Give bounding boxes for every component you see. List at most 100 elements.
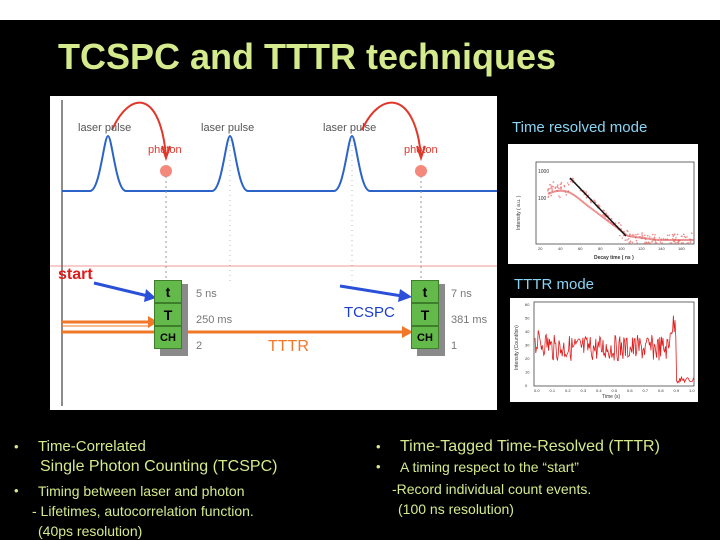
- bullet-right-2-sub1: -Record individual count events.: [392, 481, 592, 497]
- bullet-dot-2: •: [14, 483, 19, 498]
- decay-xtick: 100: [618, 246, 625, 251]
- decay-xtick: 160: [678, 246, 685, 251]
- decay-noise-point: [549, 184, 552, 186]
- decay-noise-point: [670, 242, 673, 244]
- decay-xtick: 80: [598, 246, 603, 251]
- decay-noise-point: [554, 186, 557, 189]
- decay-noise-point: [585, 197, 588, 199]
- trace-ytick: 30: [525, 343, 530, 348]
- laser-pulse-train: [62, 134, 497, 192]
- decay-noise-point: [604, 215, 606, 218]
- trace-ytick: 0: [525, 383, 528, 388]
- trace-xlabel: Time (s): [602, 394, 620, 400]
- decay-noise-point: [683, 233, 685, 236]
- register-1-T: T: [154, 303, 182, 326]
- decay-noise-point: [559, 183, 562, 186]
- decay-noise-point: [598, 204, 600, 207]
- decay-noise-point: [681, 235, 683, 237]
- decay-fit-line: [569, 177, 627, 237]
- decay-noise-point: [654, 242, 657, 244]
- decay-noise-point: [590, 201, 592, 204]
- bullet-left-2-sub2: (40ps resolution): [38, 523, 143, 539]
- trace-ytick: 10: [525, 370, 530, 375]
- register-2-T-value: 381 ms: [451, 314, 488, 326]
- decay-noise-point: [628, 233, 631, 236]
- decay-noise-point: [552, 181, 555, 183]
- decay-noise-point: [624, 239, 627, 241]
- decay-noise-point: [654, 234, 656, 236]
- decay-noise-point: [560, 187, 562, 190]
- tcspc-arrow-1: [93, 281, 149, 298]
- decay-noise-point: [550, 194, 552, 197]
- timing-diagram-svg: [50, 100, 497, 406]
- decay-ylabel: Intensity ( a.u. ): [516, 195, 522, 230]
- bullet-left-1-line1: Time-Correlated: [38, 438, 146, 455]
- trace-xtick: 0.7: [643, 388, 649, 393]
- decay-noise-point: [636, 242, 638, 244]
- trace-ytick: 20: [525, 356, 530, 361]
- decay-noise-point: [558, 195, 560, 197]
- decay-noise-point: [641, 235, 644, 238]
- decay-noise-point: [647, 242, 649, 244]
- bullet-right-2: A timing respect to the “start”: [400, 459, 579, 475]
- decay-noise-point: [570, 180, 572, 183]
- bullet-right-1: Time-Tagged Time-Resolved (TTTR): [400, 438, 660, 455]
- decay-noise-point: [669, 242, 671, 244]
- decay-noise-point: [683, 235, 686, 238]
- time-resolved-mode-title: Time resolved mode: [512, 119, 648, 136]
- decay-noise-point: [626, 239, 628, 241]
- timing-diagram-panel: laser pulse laser pulse laser pulse phot…: [50, 96, 497, 410]
- trace-xtick: 0.4: [596, 388, 602, 393]
- decay-noise-point: [647, 235, 649, 237]
- decay-noise-point: [684, 236, 687, 239]
- decay-noise-point: [560, 181, 563, 184]
- decay-noise-point: [547, 190, 549, 192]
- decay-noise-scatter: [547, 177, 693, 244]
- decay-xtick: 20: [538, 246, 543, 251]
- bullets-right: • Time-Tagged Time-Resolved (TTTR) • A t…: [376, 438, 716, 538]
- trace-ytick: 60: [525, 302, 530, 307]
- decay-noise-point: [607, 215, 610, 217]
- decay-noise-point: [558, 187, 560, 190]
- decay-noise-point: [565, 194, 568, 196]
- trace-signal: [534, 315, 694, 384]
- decay-noise-point: [649, 242, 651, 244]
- decay-noise-point: [641, 234, 643, 236]
- register-2-T: T: [411, 303, 439, 326]
- decay-noise-point: [631, 234, 634, 236]
- decay-noise-point: [560, 186, 563, 188]
- bullet-dot-1: •: [14, 439, 19, 454]
- decay-ytick-1000: 1000: [538, 169, 549, 175]
- decay-noise-point: [627, 238, 630, 240]
- decay-noise-point: [567, 183, 570, 186]
- decay-noise-point: [643, 242, 646, 244]
- trace-xtick: 1.0: [689, 388, 695, 393]
- trace-xtick: 0.3: [581, 388, 587, 393]
- decay-noise-point: [655, 242, 658, 244]
- laser-pulse-label-1: laser pulse: [78, 122, 132, 134]
- decay-noise-point: [556, 186, 559, 189]
- decay-noise-point: [628, 241, 630, 244]
- top-white-bar: [0, 0, 720, 20]
- bullet-dot-4: •: [376, 459, 381, 474]
- trace-xtick: 0.8: [658, 388, 664, 393]
- decay-noise-point: [557, 184, 559, 186]
- tttr-label: TTTR: [268, 338, 309, 355]
- photon-label-1: photon: [148, 144, 182, 156]
- decay-noise-point: [559, 196, 561, 199]
- bullet-left-1-line2: Single Photon Counting (TCSPC): [40, 458, 278, 475]
- decay-noise-point: [547, 195, 550, 198]
- tttr-mode-title: TTTR mode: [514, 276, 595, 293]
- decay-noise-point: [644, 234, 646, 236]
- start-label: start: [58, 266, 93, 283]
- decay-noise-point: [686, 236, 688, 238]
- decay-noise-point: [610, 217, 613, 220]
- decay-noise-point: [686, 242, 689, 244]
- register-1-ch: CH: [154, 326, 182, 349]
- decay-noise-point: [602, 213, 604, 216]
